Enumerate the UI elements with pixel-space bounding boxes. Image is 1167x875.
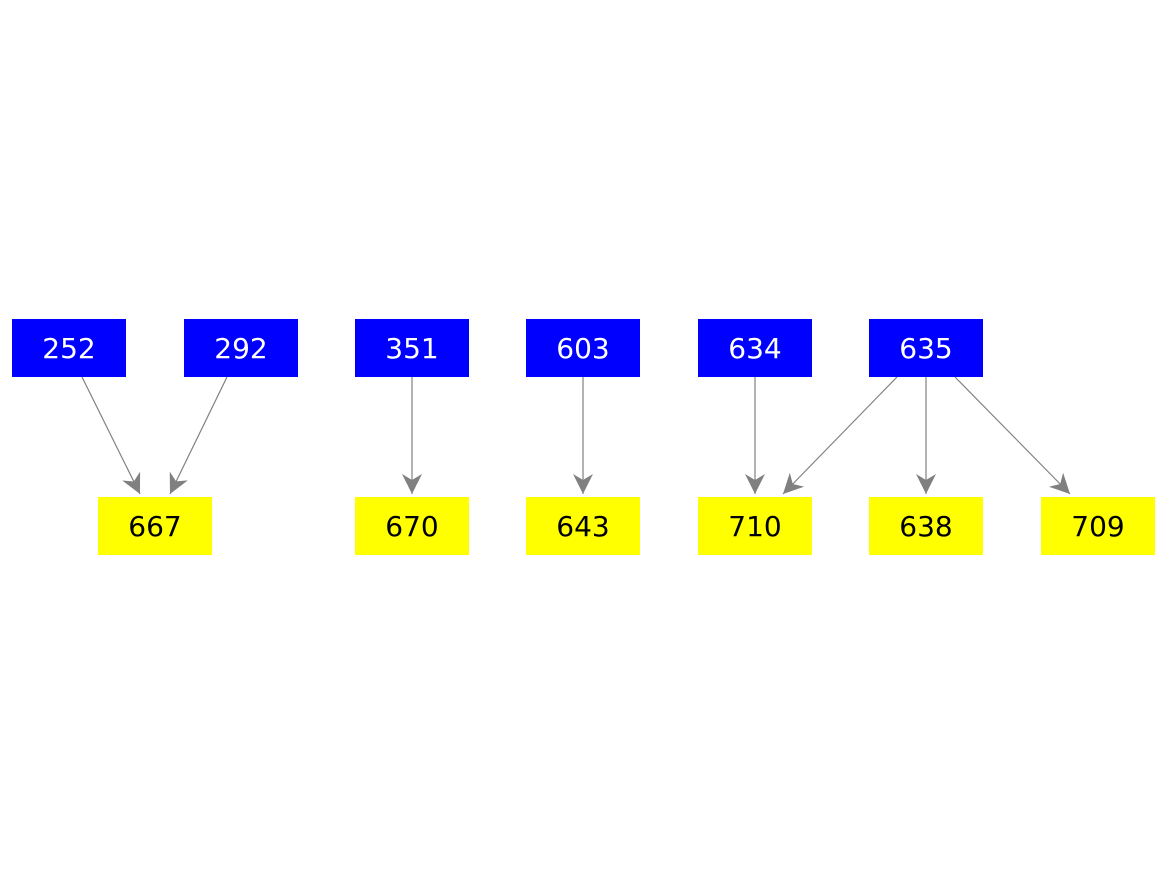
source-node-label: 252: [42, 332, 95, 365]
target-node-label: 638: [899, 510, 952, 543]
source-nodes-layer: 252 292 351 603 634 635: [12, 319, 983, 377]
source-node-label: 351: [385, 332, 438, 365]
target-node-box: [869, 497, 983, 555]
source-node-label: 635: [899, 332, 952, 365]
target-node-box: [526, 497, 640, 555]
target-node-box: [98, 497, 212, 555]
source-node-635[interactable]: 635: [869, 319, 983, 377]
target-node-643[interactable]: 643: [526, 497, 640, 555]
target-node-667[interactable]: 667: [98, 497, 212, 555]
source-node-box: [526, 319, 640, 377]
source-node-label: 292: [214, 332, 267, 365]
edge-635-to-709: [954, 376, 1071, 495]
edge-635-to-710: [782, 376, 898, 495]
source-node-351[interactable]: 351: [355, 319, 469, 377]
target-node-label: 643: [556, 510, 609, 543]
source-node-box: [184, 319, 298, 377]
source-node-292[interactable]: 292: [184, 319, 298, 377]
target-node-638[interactable]: 638: [869, 497, 983, 555]
source-node-603[interactable]: 603: [526, 319, 640, 377]
edges-layer: [81, 376, 1071, 495]
target-node-710[interactable]: 710: [698, 497, 812, 555]
source-node-box: [698, 319, 812, 377]
target-nodes-layer: 667 670 643 710 638 709: [98, 497, 1155, 555]
source-node-634[interactable]: 634: [698, 319, 812, 377]
target-node-label: 670: [385, 510, 438, 543]
target-node-label: 710: [728, 510, 781, 543]
target-node-box: [698, 497, 812, 555]
source-node-label: 603: [556, 332, 609, 365]
target-node-670[interactable]: 670: [355, 497, 469, 555]
edge-292-to-667: [169, 376, 228, 495]
target-node-box: [355, 497, 469, 555]
source-node-box: [869, 319, 983, 377]
target-node-box: [1041, 497, 1155, 555]
source-node-252[interactable]: 252: [12, 319, 126, 377]
target-node-label: 709: [1071, 510, 1124, 543]
source-node-box: [355, 319, 469, 377]
source-node-box: [12, 319, 126, 377]
source-node-label: 634: [728, 332, 781, 365]
edge-252-to-667: [81, 376, 141, 495]
target-node-709[interactable]: 709: [1041, 497, 1155, 555]
target-node-label: 667: [128, 510, 181, 543]
